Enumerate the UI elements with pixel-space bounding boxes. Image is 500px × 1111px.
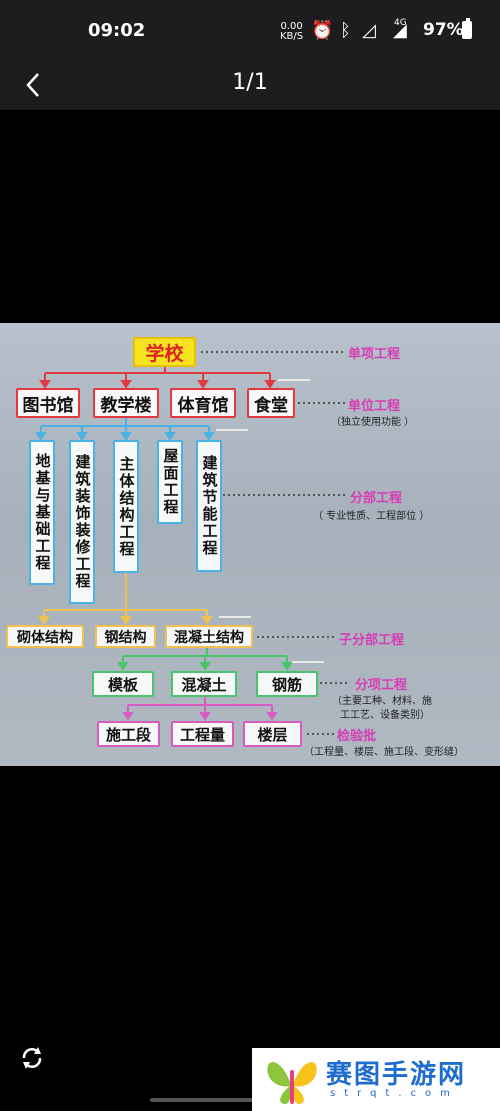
butterfly-logo [267,1062,317,1105]
hierarchy-diagram-image[interactable]: 学校 图书馆 教学楼 体育馆 食堂 地基与基础工程 建筑装饰装修工程 主体结构工… [0,323,500,766]
diagram-connectors [35,351,350,735]
watermark-domain: strqt.com [330,1088,459,1099]
node-canteen: 食堂 [247,388,295,418]
battery-icon [462,18,472,39]
node-floor: 楼层 [243,721,302,747]
site-watermark: 赛图手游网 strqt.com [252,1048,500,1111]
node-formwork: 模板 [92,671,154,697]
node-energy-saving-engineering: 建筑节能工程 [196,440,222,572]
label-unit-project: 单位工程 [348,399,401,414]
node-work-quantity: 工程量 [171,721,234,747]
node-main-structure-engineering: 主体结构工程 [113,440,139,573]
note-sub-item-project-1: （主要工种、材料、施 [332,696,432,707]
node-library: 图书馆 [16,388,80,418]
page-counter: 1/1 [232,70,268,95]
note-unit-project: （独立使用功能 ） [331,417,415,428]
label-sub-item-project: 分项工程 [355,678,408,693]
node-school: 学校 [133,337,196,367]
node-rebar: 钢筋 [256,671,318,697]
battery-percent: 97% [423,20,464,40]
network-type: 4G [394,18,407,28]
node-decoration-engineering: 建筑装饰装修工程 [69,440,95,604]
node-teaching-building: 教学楼 [93,388,159,418]
gesture-bar[interactable] [150,1098,270,1102]
viewer-title-bar: 1/1 [0,60,500,110]
label-division-project: 分部工程 [350,491,403,506]
chevron-left-icon[interactable] [20,68,50,102]
note-inspection-lot: （工程量、楼层、施工段、变形缝） [304,747,464,758]
watermark-text: 赛图手游网 [326,1060,467,1090]
note-sub-item-project-2: 工工艺、设备类别） [340,710,430,721]
node-construction-section: 施工段 [97,721,160,747]
node-roof-engineering: 屋面工程 [157,440,183,524]
node-concrete-structure: 混凝土结构 [165,625,253,648]
node-concrete: 混凝土 [171,671,237,697]
rotate-icon[interactable] [18,1044,46,1072]
signal-none-icon: ◿ [362,20,376,41]
net-speed-value: 0.00 [280,21,303,32]
node-foundation-engineering: 地基与基础工程 [29,440,55,585]
label-inspection-lot: 检验批 [337,729,377,744]
bluetooth-icon: ᛒ [340,20,351,41]
net-speed-unit: KB/S [280,31,304,42]
node-gym: 体育馆 [170,388,236,418]
cell-signal-icon: ◢ [393,20,407,41]
node-steel-structure: 钢结构 [95,625,156,648]
status-time: 09:02 [88,20,146,41]
label-sub-division-project: 子分部工程 [339,633,405,648]
alarm-icon: ⏰ [311,20,334,41]
status-bar: 09:02 0.00 KB/S ⏰ ᛒ ◿ 4G ◢ 97% [0,0,500,60]
note-division-project: （ 专业性质、工程部位 ） [313,511,430,522]
node-masonry-structure: 砌体结构 [6,625,84,648]
label-single-item-project: 单项工程 [348,347,401,362]
net-speed: 0.00 KB/S [280,22,303,42]
